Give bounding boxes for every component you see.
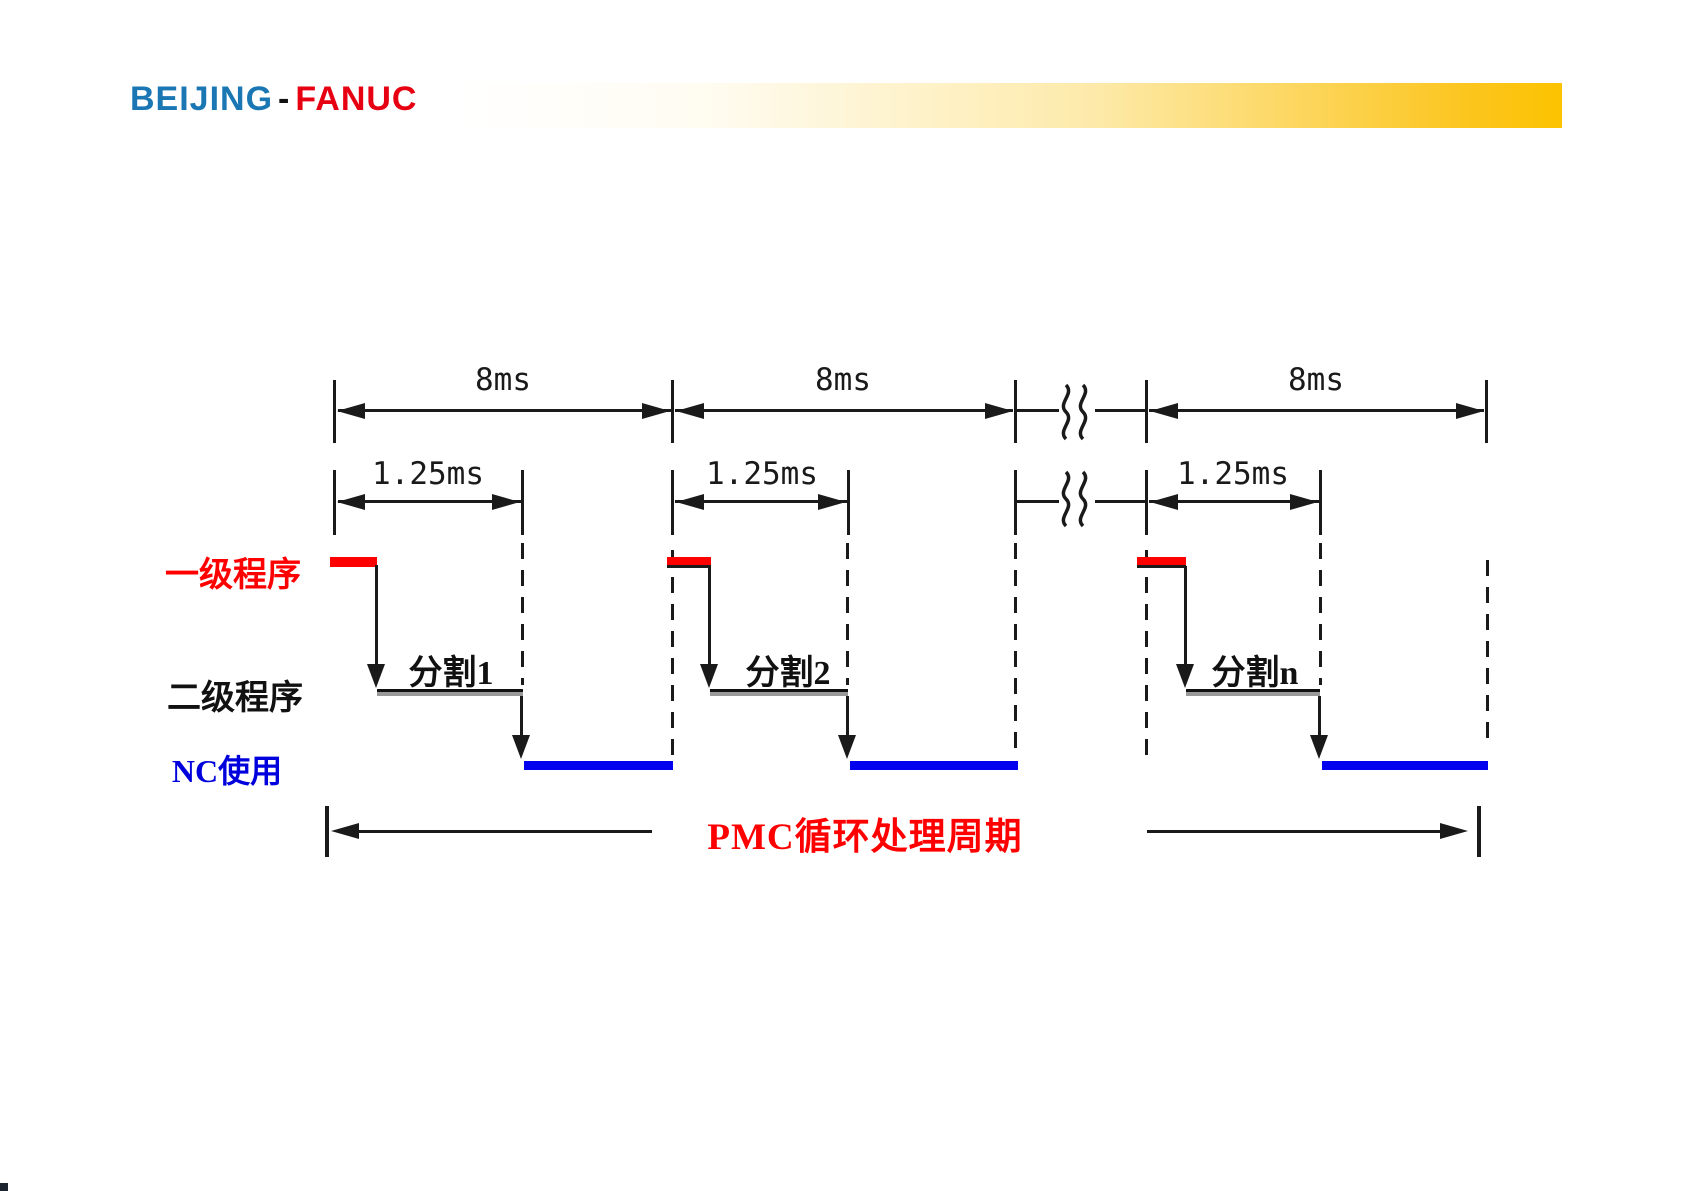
cycle-period-label: PMC循环处理周期 [707,817,1023,858]
level2-trace-1 [377,689,523,696]
dim-line-125ms-3 [1149,500,1319,503]
dim-tick [1014,380,1017,443]
corner-artifact [0,1183,8,1191]
arrow-left-icon [1150,403,1178,419]
arrow-left-icon [337,403,365,419]
arrow-down-icon [700,664,718,688]
arrow-right-icon [985,403,1013,419]
arrow-left-icon [676,403,704,419]
segment-label-n: 分割n [1211,655,1299,692]
nc-trace-1 [524,761,673,770]
break-line [1095,500,1146,503]
break-symbol-icon [1061,470,1088,528]
break-symbol-icon [1061,383,1088,441]
level1-trace-3 [1137,557,1186,568]
dashed-boundary [1014,543,1017,753]
cycle-tick-right [1477,806,1481,857]
falling-edge [1318,696,1321,738]
arrow-right-icon [1456,403,1484,419]
falling-edge [846,696,849,738]
beijing-fanuc-logo: BEIJING-FANUC [130,80,417,119]
dim-line-8ms-1 [338,409,671,412]
dashed-boundary [521,543,524,685]
dim-label-125ms-1: 1.25ms [372,456,484,492]
dashed-boundary [1145,550,1148,765]
dim-line-8ms-2 [675,409,1013,412]
break-line [1017,409,1059,412]
falling-edge [520,696,523,738]
dim-tick [1145,380,1148,443]
cycle-tick-left [325,806,329,857]
arrow-left-icon [337,494,365,510]
arrow-right-icon [818,494,846,510]
nc-trace-3 [1322,761,1488,770]
logo-fanuc: FANUC [295,80,418,118]
row-label-nc: NC使用 [171,753,283,789]
arrow-down-icon [367,664,385,688]
level2-trace-2 [710,689,848,696]
segment-label-2: 分割2 [745,655,831,692]
dim-label-125ms-3: 1.25ms [1177,456,1289,492]
dim-label-125ms-2: 1.25ms [706,456,818,492]
dashed-boundary [671,550,674,757]
dashed-boundary [846,543,849,685]
arrow-right-icon [642,403,670,419]
cycle-line-right [1147,830,1440,833]
break-line [1017,500,1059,503]
nc-trace-2 [850,761,1018,770]
header-gradient-bar [455,83,1562,128]
segment-label-1: 分割1 [408,655,494,692]
level2-trace-3 [1186,689,1320,696]
dim-tick [671,470,674,535]
dim-line-8ms-3 [1149,409,1484,412]
cycle-line-left [358,830,652,833]
dim-label-8ms-2: 8ms [815,362,871,398]
dim-tick [1485,380,1488,443]
level1-trace-2 [667,557,711,568]
dim-tick [333,470,336,535]
arrow-left-icon [331,823,359,839]
dim-label-8ms-3: 8ms [1288,362,1344,398]
dim-tick [671,380,674,443]
dim-tick [521,470,524,535]
arrow-right-icon [1290,494,1318,510]
arrow-left-icon [676,494,704,510]
dim-line-125ms-1 [338,500,521,503]
arrow-right-icon [1440,823,1468,839]
logo-beijing: BEIJING [130,80,274,118]
level1-trace-1 [330,557,377,567]
falling-edge [375,565,378,667]
falling-edge [1184,566,1187,666]
dim-line-125ms-2 [675,500,847,503]
arrow-right-icon [492,494,520,510]
dim-tick [1145,470,1148,535]
dashed-boundary [1486,560,1489,747]
arrow-left-icon [1150,494,1178,510]
break-line [1095,409,1146,412]
arrow-down-icon [1176,664,1194,688]
dim-tick [333,380,336,443]
dim-tick [1014,470,1017,535]
row-label-level1: 一级程序 [165,557,301,594]
dashed-boundary [1319,543,1322,685]
dim-tick [1319,470,1322,535]
dim-label-8ms-1: 8ms [475,362,531,398]
logo-dash: - [278,80,291,118]
row-label-level2: 二级程序 [167,680,303,717]
arrow-down-icon [838,735,856,759]
dim-tick [847,470,850,535]
arrow-down-icon [1310,735,1328,759]
falling-edge [708,566,711,666]
arrow-down-icon [512,735,530,759]
